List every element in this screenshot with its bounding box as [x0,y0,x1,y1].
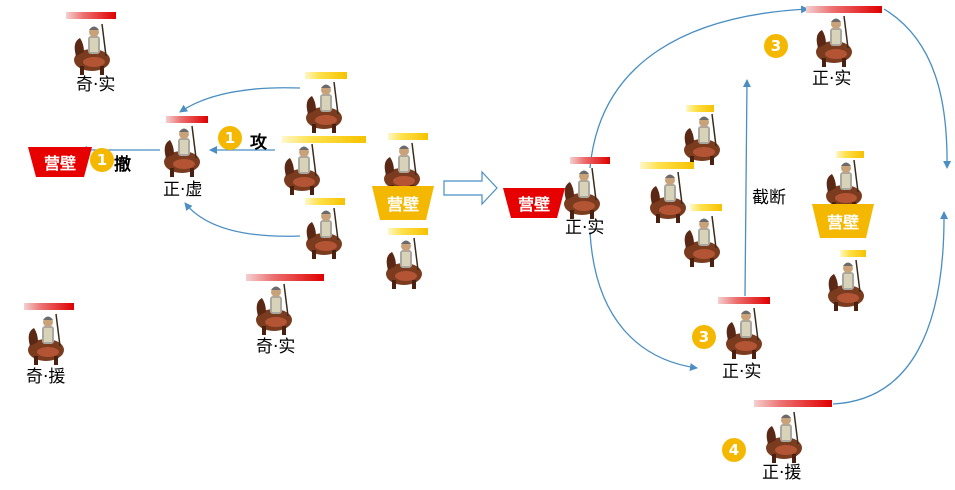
horseman-icon [824,258,872,312]
horseman-icon [24,312,72,366]
arrow-flank-top [883,8,952,169]
strength-bar [840,250,866,257]
strength-bar [754,400,832,407]
hollow-right-arrow-icon [443,170,498,206]
strength-bar [640,162,694,169]
horseman-icon [382,236,430,290]
unit-label-zheng-xu: 正·虚 [163,180,203,200]
retreat-label: 撤 [114,155,131,175]
step-number-badge: 3 [692,325,716,349]
arrow-attack-lower [184,202,301,237]
horseman-icon [280,142,328,196]
arrow-to-bottom [589,231,698,371]
strength-bar [718,297,770,304]
strength-bar [246,274,324,281]
camp-wall-center: 营壁 [372,186,434,220]
horseman-icon [722,306,770,360]
camp-wall-center: 营壁 [812,204,874,238]
strength-bar [690,204,722,211]
strength-bar [388,228,428,235]
step-number-badge: 1 [90,148,114,172]
strength-bar [686,105,714,112]
horseman-icon [380,141,428,195]
horseman-icon [302,80,350,134]
horseman-icon [680,112,728,166]
arrow-intercept [742,79,751,297]
strength-bar [836,151,864,158]
unit-label-zheng-shi: 正·实 [812,69,852,89]
horseman-icon [302,206,350,260]
step-number-badge: 4 [722,438,746,462]
horseman-icon [70,22,118,76]
horseman-icon [822,158,870,212]
horseman-icon [160,124,208,178]
strength-bar [66,12,116,19]
horseman-icon [560,166,608,220]
strength-bar [282,136,366,143]
horseman-icon [762,410,810,464]
attack-label: 攻 [250,133,267,153]
step-number-badge: 1 [218,126,242,150]
strength-bar [166,116,208,123]
arrow-attack-upper [179,87,301,113]
unit-label-zheng-shi: 正·实 [722,362,762,382]
unit-label-zheng-yuan: 正·援 [762,463,802,483]
strength-bar [388,133,428,140]
unit-label-qi-yuan: 奇·援 [26,367,66,387]
camp-wall: 营壁 [28,147,92,177]
arrow-flank-bottom [832,211,949,405]
strength-bar [24,303,74,310]
camp-wall: 营壁 [503,188,565,218]
step-number-badge: 3 [764,34,788,58]
horseman-icon [252,282,300,336]
strength-bar [305,72,347,79]
strength-bar [570,157,610,164]
strength-bar [806,6,882,13]
strength-bar [305,198,345,205]
horseman-icon [812,14,860,68]
unit-label-qi-shi: 奇·实 [256,337,296,357]
horseman-icon [646,170,694,224]
horseman-icon [680,214,728,268]
unit-label-qi-shi: 奇·实 [76,75,116,95]
intercept-label: 截断 [752,188,786,208]
arrow-to-top [589,5,809,169]
unit-label-zheng-shi: 正·实 [565,218,605,238]
